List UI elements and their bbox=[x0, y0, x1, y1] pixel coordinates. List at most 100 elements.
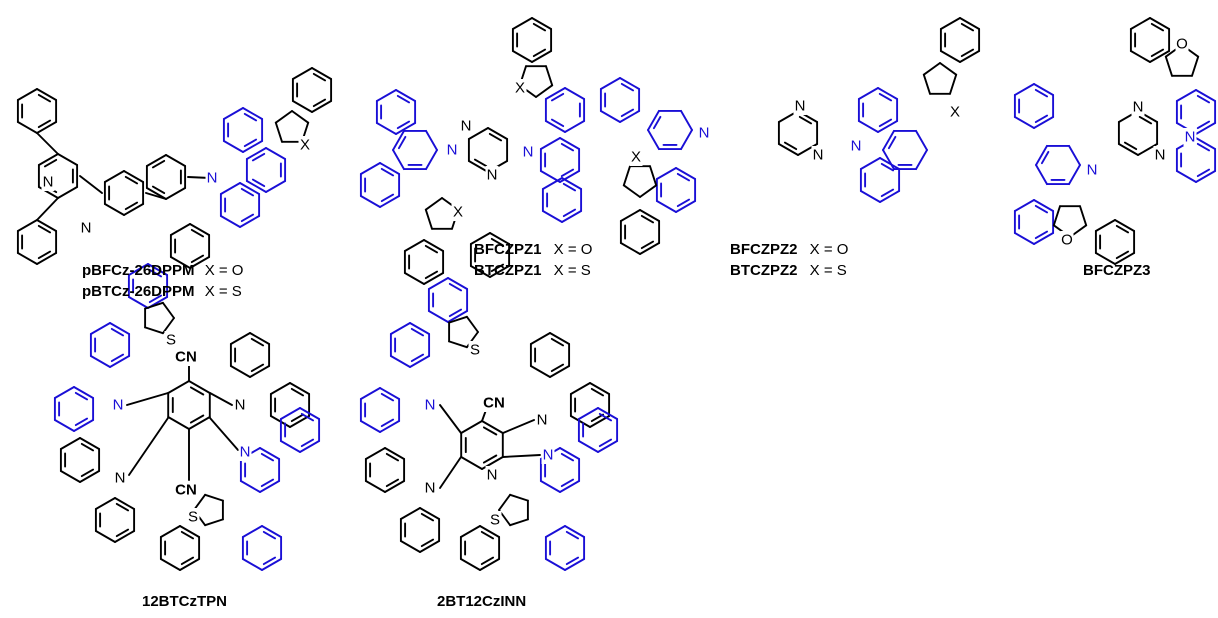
ring-double-bond bbox=[74, 417, 89, 427]
ring-bond bbox=[291, 100, 313, 113]
ring-bond bbox=[647, 109, 660, 131]
ring-bond bbox=[539, 480, 561, 493]
ring-bond bbox=[425, 149, 438, 171]
atom-label-mask bbox=[238, 443, 252, 461]
ring-bond bbox=[245, 147, 267, 160]
ring-double-bond bbox=[115, 502, 130, 512]
ring-double-bond bbox=[676, 172, 691, 182]
ring-double-bond bbox=[300, 412, 315, 422]
ring-double-bond bbox=[312, 98, 327, 108]
caption-btczpz2: BTCZPZ2 X = S bbox=[730, 262, 847, 279]
ring-double-bond bbox=[300, 438, 315, 448]
ring-bond bbox=[1033, 116, 1055, 129]
ring-bond bbox=[89, 322, 111, 335]
atom-label-mask bbox=[445, 141, 459, 159]
ring-bond bbox=[274, 121, 283, 143]
ring-bond bbox=[489, 265, 511, 278]
ring-bond bbox=[549, 332, 571, 345]
ring-bond bbox=[161, 301, 175, 319]
ring-bond bbox=[535, 84, 554, 98]
ring-bond bbox=[159, 525, 181, 538]
ring-bond bbox=[564, 87, 586, 100]
ring-double-bond bbox=[448, 308, 463, 318]
ring-double-bond bbox=[290, 387, 305, 397]
bond bbox=[502, 419, 535, 434]
ring-bond bbox=[359, 387, 381, 400]
ring-bond bbox=[1068, 164, 1081, 186]
ring-bond bbox=[857, 87, 879, 100]
ring-double-bond bbox=[550, 337, 565, 347]
ring-double-bond bbox=[550, 118, 565, 128]
ring-bond bbox=[291, 110, 310, 124]
ring-bond bbox=[261, 558, 283, 571]
ring-bond bbox=[599, 77, 621, 90]
ring-double-bond bbox=[110, 353, 125, 363]
ring-double-bond bbox=[676, 198, 691, 208]
ring-bond bbox=[375, 89, 397, 102]
ring-bond bbox=[73, 386, 95, 399]
ring-bond bbox=[94, 530, 116, 543]
ring-bond bbox=[511, 17, 533, 30]
ring-double-bond bbox=[878, 118, 893, 128]
ring-bond bbox=[498, 493, 512, 511]
ring-bond bbox=[379, 420, 401, 433]
ring-double-bond bbox=[180, 530, 195, 540]
ring-bond bbox=[384, 480, 406, 493]
ring-double-bond bbox=[652, 115, 662, 130]
ring-bond bbox=[409, 355, 431, 368]
ring-bond bbox=[279, 440, 301, 453]
ring-double-bond bbox=[1196, 94, 1211, 104]
caption-2bt12czinn: 2BT12CzINN bbox=[437, 593, 526, 610]
ring-double-bond bbox=[80, 468, 95, 478]
ring-bond bbox=[541, 210, 563, 223]
caption-12btcztpn: 12BTCzTPN bbox=[142, 593, 227, 610]
ring-bond bbox=[219, 215, 241, 228]
ring-bond bbox=[169, 256, 191, 269]
ring-bond bbox=[675, 167, 697, 180]
ring-double-bond bbox=[397, 135, 407, 150]
ring-bond bbox=[619, 242, 641, 255]
cyano-label: CN bbox=[175, 349, 197, 366]
ring-bond bbox=[165, 154, 187, 167]
ring-bond bbox=[419, 540, 441, 553]
ring-bond bbox=[1149, 17, 1171, 30]
ring-bond bbox=[379, 195, 401, 208]
ring-bond bbox=[489, 232, 511, 245]
ring-double-bond bbox=[590, 387, 605, 397]
nitrogen-label: N bbox=[487, 467, 498, 484]
ring-bond bbox=[291, 67, 313, 80]
nitrogen-label: N bbox=[523, 144, 534, 161]
ring-bond bbox=[959, 17, 981, 30]
caption-pbtcz: pBTCz-26DPPM X = S bbox=[82, 283, 242, 300]
ring-bond bbox=[469, 232, 491, 245]
ring-bond bbox=[589, 382, 611, 395]
ring-double-bond bbox=[560, 168, 575, 178]
ring-double-bond bbox=[240, 187, 255, 197]
atom-label-mask bbox=[541, 446, 555, 464]
ring-bond bbox=[531, 50, 553, 63]
ring-bond bbox=[229, 332, 251, 345]
ring-bond bbox=[487, 127, 509, 140]
ring-bond bbox=[1117, 143, 1139, 156]
bond bbox=[128, 417, 169, 476]
ring-bond bbox=[167, 380, 190, 394]
ring-bond bbox=[559, 447, 581, 460]
ring-double-bond bbox=[251, 178, 266, 188]
atom-label-mask bbox=[488, 511, 502, 529]
ring-double-bond bbox=[148, 268, 163, 278]
nitrogen-label: N bbox=[813, 147, 824, 164]
ring-bond bbox=[114, 530, 136, 543]
ring-bond bbox=[279, 407, 301, 420]
ring-bond bbox=[597, 407, 619, 420]
ring-bond bbox=[1079, 205, 1088, 227]
ring-double-bond bbox=[1150, 48, 1165, 58]
nitrogen-label: N bbox=[43, 174, 54, 191]
ring-bond bbox=[459, 525, 481, 538]
ring-bond bbox=[544, 558, 566, 571]
nitrogen-label: N bbox=[207, 170, 218, 187]
ring-bond bbox=[311, 67, 333, 80]
ring-double-bond bbox=[151, 159, 166, 169]
ring-double-bond bbox=[960, 22, 975, 32]
ring-bond bbox=[481, 456, 504, 470]
bond bbox=[145, 192, 167, 200]
